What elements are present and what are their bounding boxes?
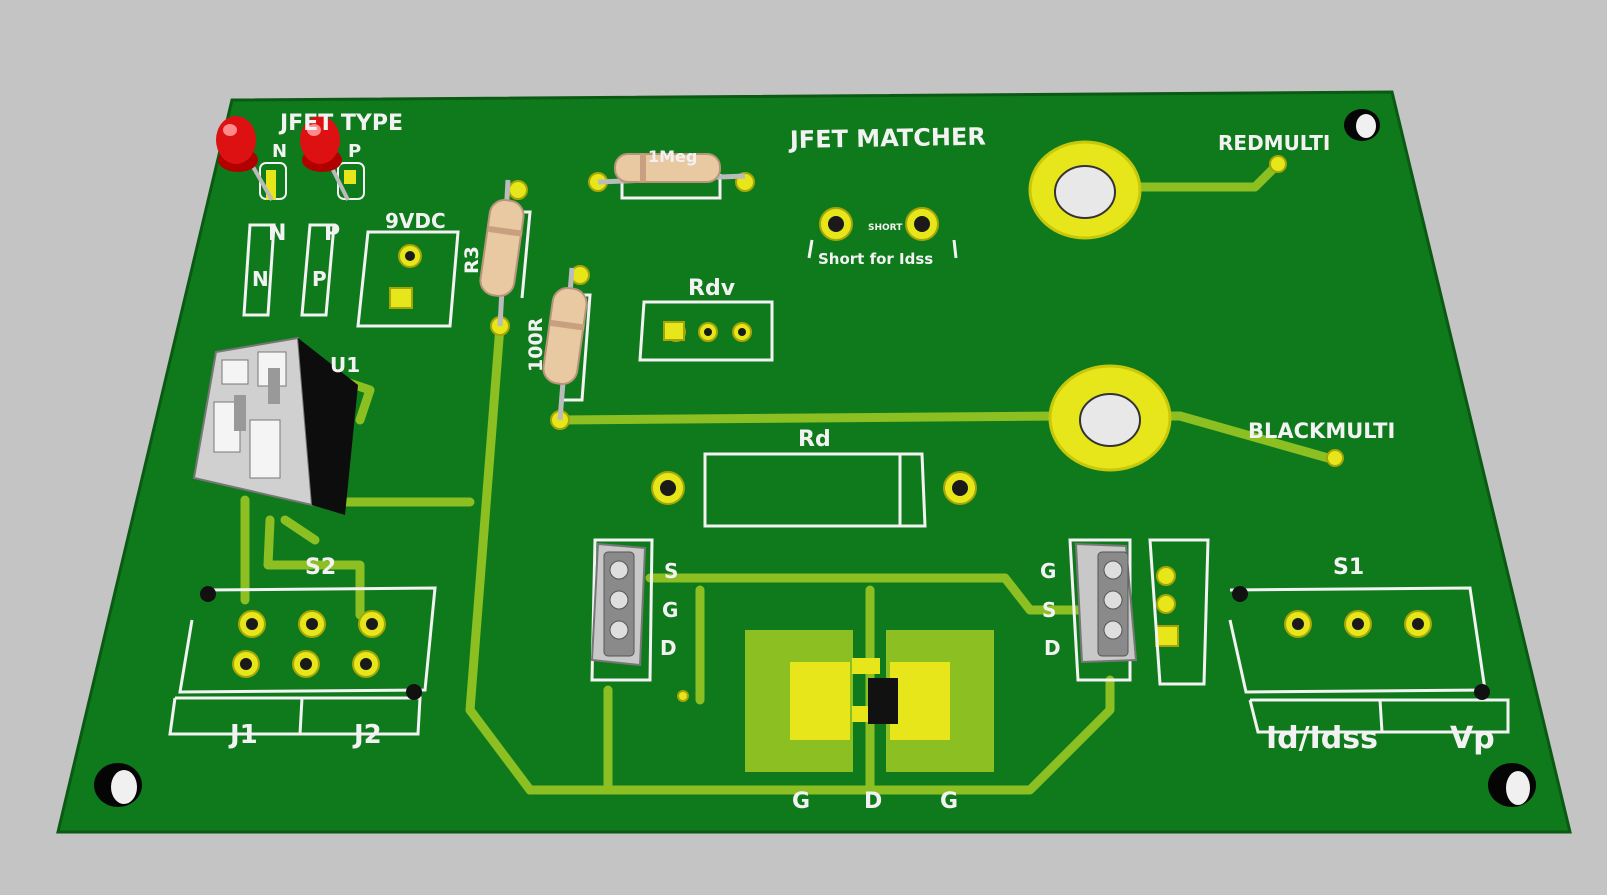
r3-label: R3	[461, 246, 483, 274]
transistor-pads	[745, 630, 994, 772]
socket-left	[590, 538, 654, 682]
s1-label: S1	[1333, 555, 1364, 580]
rdv-label: Rdv	[688, 276, 736, 301]
blackmulti-pad	[1048, 364, 1172, 472]
bottom-pin-3: G	[940, 789, 958, 814]
polarity-p-label: P	[324, 221, 340, 246]
short-small-label: SHORT	[868, 223, 903, 233]
led-p	[300, 116, 365, 201]
board-title: JFET MATCHER	[788, 123, 986, 154]
resistor-1meg	[597, 153, 746, 185]
resistor-100r	[542, 267, 588, 421]
led-n-label: N	[272, 141, 287, 162]
bottom-pin-2: D	[864, 789, 882, 814]
j1-label: J1	[228, 720, 258, 750]
u1-label: U1	[330, 353, 360, 377]
u1-terminal-block	[192, 336, 358, 515]
jfet-type-label: JFET TYPE	[278, 111, 403, 136]
polarity-n-label: N	[268, 221, 286, 246]
led-p-label: P	[348, 141, 361, 162]
left-socket-pin-2: G	[662, 598, 678, 622]
switch-n-label: N	[252, 267, 269, 291]
r1meg-label: 1Meg	[648, 147, 697, 166]
blackmulti-label: BLACKMULTI	[1248, 419, 1395, 443]
j2-label: J2	[352, 720, 382, 750]
redmulti-pad	[1028, 140, 1142, 240]
mounting-holes	[94, 109, 1536, 807]
right-socket-pin-1: G	[1040, 559, 1056, 583]
led-n	[216, 116, 287, 201]
switch-dots	[200, 586, 1490, 700]
redmulti-label: REDMULTI	[1218, 131, 1330, 155]
right-socket-pin-2: S	[1042, 598, 1056, 622]
short-for-idss-label: Short for Idss	[818, 250, 933, 268]
socket-right	[1068, 538, 1138, 682]
switch-p-label: P	[312, 267, 327, 291]
s2-label: S2	[305, 555, 336, 580]
pad-holes	[240, 216, 1424, 670]
id-idss-label: Id/Idss	[1266, 721, 1378, 756]
r100-label: 100R	[525, 317, 547, 372]
pcb-board	[56, 90, 1572, 834]
resistor-r3	[479, 179, 525, 327]
vp-label: Vp	[1450, 721, 1495, 756]
rd-label: Rd	[798, 427, 831, 452]
right-socket-pin-3: D	[1044, 636, 1061, 660]
power-label: 9VDC	[385, 209, 446, 233]
left-socket-pin-3: D	[660, 636, 677, 660]
bottom-pin-1: G	[792, 789, 810, 814]
square-pads	[389, 287, 1179, 647]
left-socket-pin-1: S	[664, 559, 678, 583]
traces	[240, 162, 1340, 795]
